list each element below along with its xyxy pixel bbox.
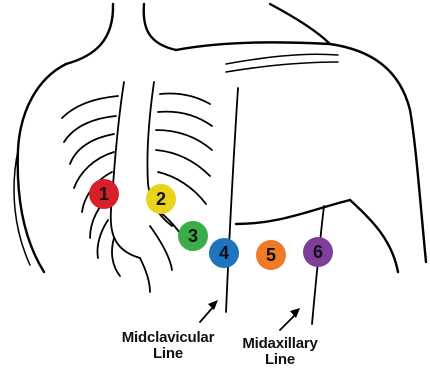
- lead-4: 4: [209, 238, 239, 268]
- lead-1: 1: [89, 179, 119, 209]
- left-rib-2: [64, 116, 116, 142]
- lead-5-number: 5: [266, 245, 276, 265]
- right-clavicle-lower: [226, 62, 338, 72]
- left-rib-7: [97, 220, 108, 258]
- left-rib-3: [70, 134, 114, 164]
- neck-right: [144, 4, 176, 50]
- midaxillary-label-line2: Line: [228, 352, 332, 368]
- midclavicular-label-line2: Line: [106, 346, 230, 362]
- right-shoulder: [176, 42, 426, 262]
- lead-3: 3: [178, 221, 208, 251]
- midaxillary-arrow: [280, 308, 300, 330]
- right-rib-3: [156, 130, 212, 150]
- midaxillary-label-line1: Midaxillary: [228, 336, 332, 352]
- rib-cage: [62, 82, 212, 292]
- left-rib-1: [62, 96, 118, 118]
- lead-2-number: 2: [156, 189, 166, 209]
- lead-3-number: 3: [188, 226, 198, 246]
- right-rib-8: [140, 258, 150, 292]
- neck-left: [66, 4, 113, 64]
- right-rib-7: [150, 226, 172, 270]
- right-arm-top: [270, 4, 330, 44]
- lead-6: 6: [303, 237, 333, 267]
- midclavicular-label: Midclavicular Line: [106, 330, 230, 362]
- midclavicular-arrow: [200, 300, 218, 322]
- midclavicular-line: [226, 88, 238, 312]
- right-arm-inner: [350, 200, 398, 272]
- sternum-left: [111, 82, 140, 258]
- lead-4-number: 4: [219, 243, 229, 263]
- torso-outline: [14, 4, 426, 272]
- lead-5: 5: [256, 240, 286, 270]
- right-rib-4: [156, 150, 210, 176]
- midclavicular-label-line1: Midclavicular: [106, 330, 230, 346]
- right-rib-2: [158, 112, 212, 126]
- lower-chest: [236, 200, 350, 224]
- left-shoulder: [18, 64, 66, 272]
- lead-6-number: 6: [313, 242, 323, 262]
- left-rib-8: [112, 238, 120, 276]
- midaxillary-label: Midaxillary Line: [228, 336, 332, 368]
- lead-2: 2: [146, 184, 176, 214]
- right-rib-1: [160, 93, 210, 104]
- lead-1-number: 1: [99, 184, 109, 204]
